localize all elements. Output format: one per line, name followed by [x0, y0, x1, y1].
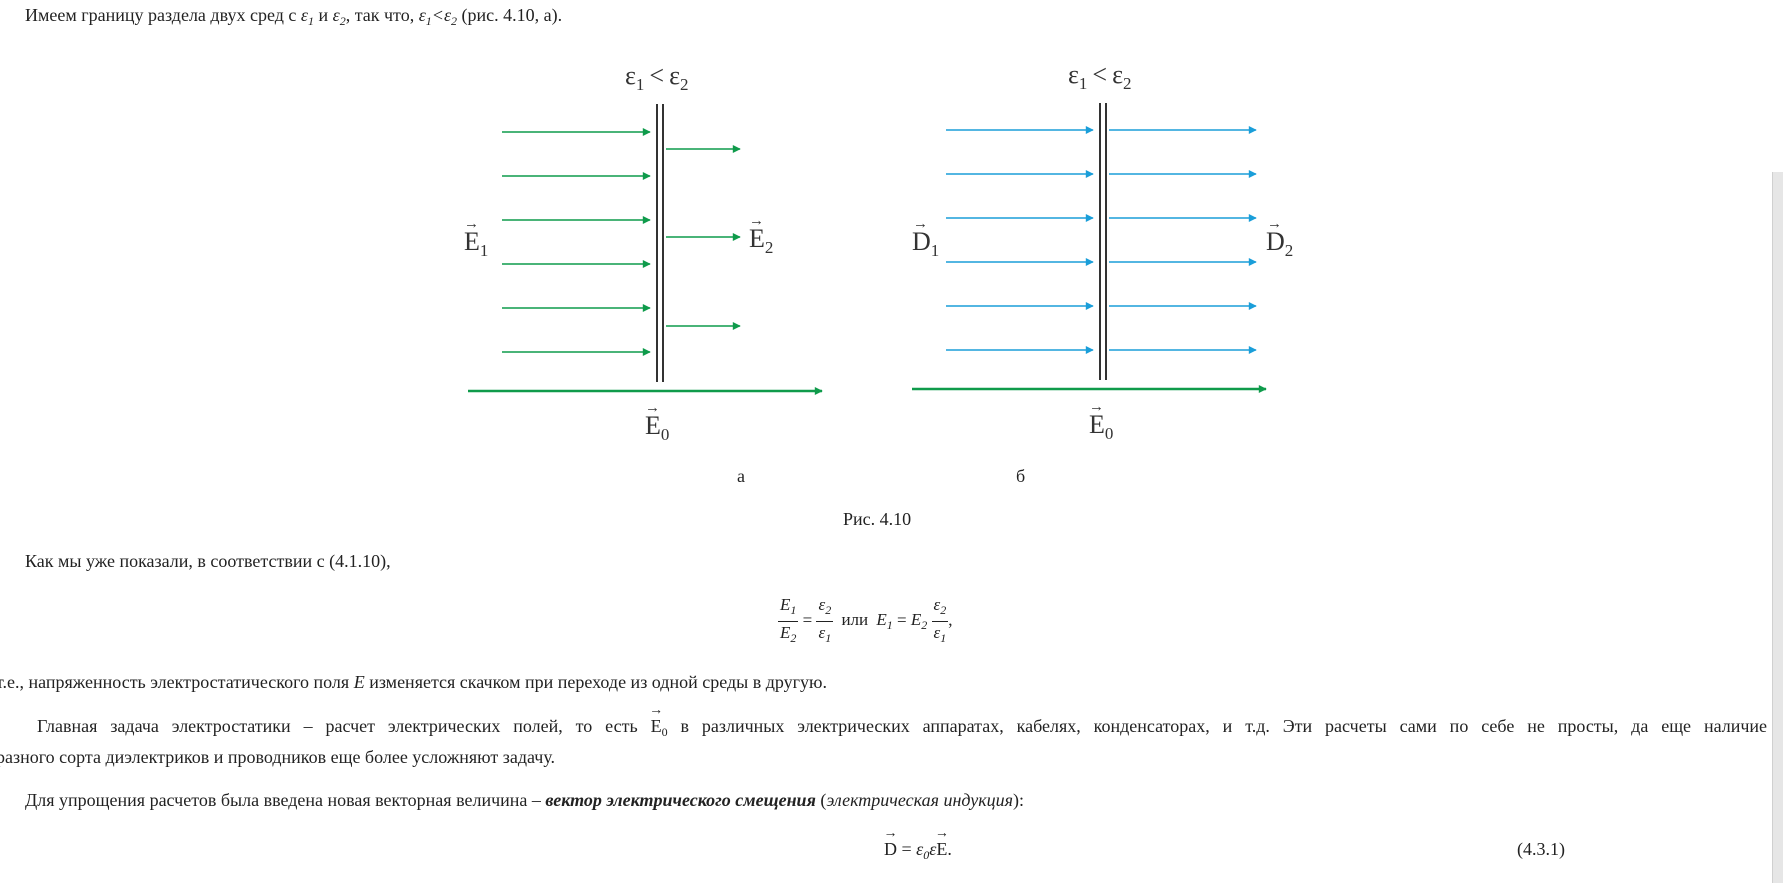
e0-label-b: E0	[1089, 410, 1113, 443]
d1-label: D1	[912, 227, 939, 260]
figure-caption: Рис. 4.10	[843, 509, 912, 529]
intro-paragraph: Имеем границу раздела двух сред с ε1 и ε…	[25, 5, 562, 29]
panel-a-label: а	[737, 466, 745, 486]
epsilon-inequality: ε1<ε2	[418, 5, 458, 28]
e1-vector-arrow: →	[464, 216, 479, 232]
d-vector: D	[884, 839, 897, 860]
paragraph-3-line-2: разного сорта диэлектриков и проводников…	[0, 747, 556, 767]
epsilon-inequality-a: ε1<ε2	[625, 61, 689, 94]
e1-label: E1	[464, 227, 488, 260]
fraction-e1-e2: E1 E2	[778, 595, 799, 645]
e0-vector: E	[651, 716, 662, 737]
intro-and: и	[318, 5, 329, 25]
panel-b-label: б	[1016, 466, 1026, 486]
paragraph-3-line-1: Главная задача электростатики – расчет э…	[37, 716, 1767, 740]
equation-number: (4.3.1)	[1517, 839, 1565, 859]
fraction-eps2-eps1: ε2 ε1	[816, 595, 834, 645]
d2-arrows	[1109, 126, 1257, 354]
e0-label-a: E0	[645, 411, 669, 444]
e1-arrows	[502, 128, 651, 356]
panel-a-diagram: ε1<ε2 E1 → E2 → E0 →	[464, 61, 823, 444]
d1-arrows	[946, 126, 1094, 354]
intro-text-1: Имеем границу раздела двух сред с	[25, 5, 297, 25]
figure-reference: (рис. 4.10, а).	[461, 5, 563, 25]
e-vector: E	[936, 839, 947, 860]
figure-4-10: ε1<ε2 E1 → E2 → E0 →	[464, 60, 1293, 444]
e0-vector-arrow-a: →	[645, 400, 660, 416]
term-displacement-vector: вектор электрического смещения	[545, 790, 816, 810]
paragraph-2: т.е., напряженность электростатического …	[0, 672, 827, 692]
epsilon-inequality-b: ε1<ε2	[1068, 60, 1132, 93]
d2-label: D2	[1266, 227, 1293, 260]
epsilon-1: ε1	[300, 5, 314, 28]
paragraph-1: Как мы уже показали, в соответствии с (4…	[25, 551, 391, 571]
formula-or: или	[841, 610, 869, 630]
e2-arrows	[666, 145, 741, 330]
d2-vector-arrow: →	[1267, 216, 1282, 232]
d1-vector-arrow: →	[913, 216, 928, 232]
paragraph-4: Для упрощения расчетов была введена нова…	[25, 790, 1025, 810]
e0-vector-arrow-b: →	[1089, 399, 1104, 415]
equation-4-3-1: D = ε0εE.	[884, 839, 952, 863]
panel-b-diagram: ε1<ε2 D1 → D2 → E0	[912, 60, 1293, 443]
epsilon-2: ε2	[332, 5, 346, 28]
e2-label: E2	[749, 224, 773, 257]
e2-vector-arrow: →	[749, 213, 764, 229]
fraction-eps2-eps1-b: ε2 ε1	[931, 595, 949, 645]
scrollbar[interactable]	[1772, 172, 1783, 883]
ratio-formula: E1 E2 = ε2 ε1 или E1 = E2 ε2 ε1 ,	[778, 594, 952, 649]
intro-text-2: , так что,	[345, 5, 415, 25]
